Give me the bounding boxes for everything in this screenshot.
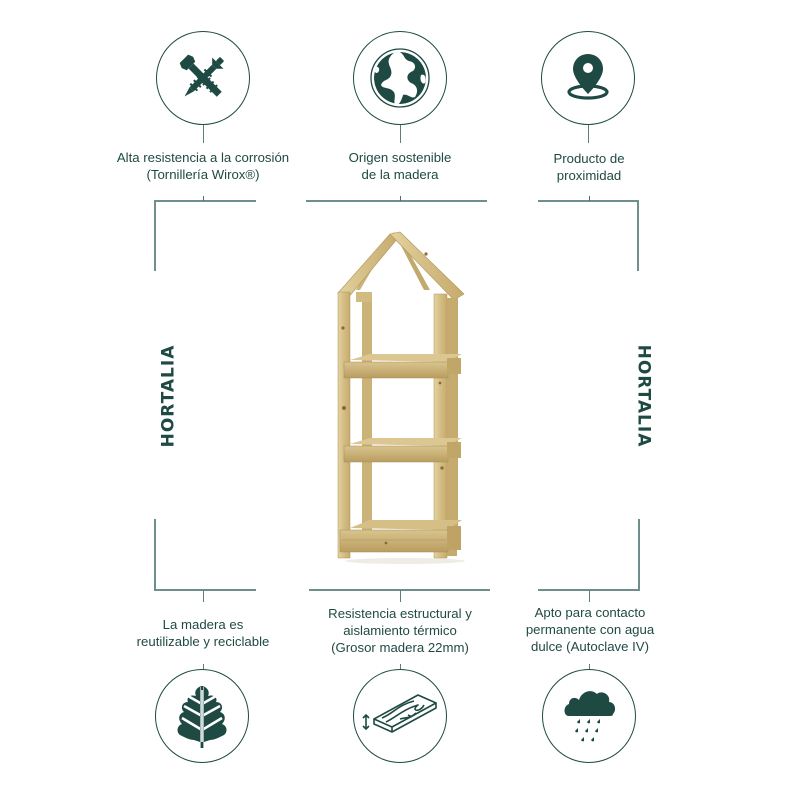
feature-icon-proximity [541,31,635,125]
top-bracket-left-vertical [154,200,156,271]
shelf [339,520,462,553]
label-line: aislamiento térmico [343,623,457,638]
connector-stem [400,664,402,670]
screws-icon [179,54,224,97]
label-line: reutilizable y reciclable [136,634,270,649]
rain-cloud-icon [564,691,616,742]
connector-stem [588,125,590,143]
shelf [343,438,462,463]
feature-label-corrosion: Alta resistencia a la corrosión (Tornill… [117,149,289,183]
bracket-tick [589,196,590,201]
bracket-tick [203,196,204,201]
label-line: La madera es [162,617,244,632]
brand-logo-left: HORTALIA [158,344,179,448]
product-image-wooden-shelf [337,231,465,564]
globe-icon [370,48,430,108]
label-line: permanente con agua [525,622,655,637]
feature-label-water: Apto para contacto permanente con agua d… [526,604,654,655]
label-line: Producto de [553,151,625,166]
wood-plank-icon [362,694,437,733]
feature-icon-corrosion [156,31,250,125]
top-bracket-center [306,200,487,202]
top-bracket-right-vertical [637,200,639,271]
feature-icon-structural [353,669,447,763]
connector-stem [400,125,402,143]
bottom-bracket-right-vertical [638,519,640,591]
label-line: dulce (Autoclave IV) [530,639,649,654]
label-line: Resistencia estructural y [328,606,472,621]
label-line: Apto para contacto [534,605,646,620]
bottom-bracket-left [154,589,256,591]
leaf-icon [177,686,227,748]
feature-label-recyclable: La madera es reutilizable y reciclable [137,616,270,650]
connector-stem [203,590,205,602]
brand-logo-right: HORTALIA [633,344,654,448]
connector-stem [203,664,205,670]
top-bracket-left [154,200,256,202]
label-line: proximidad [556,168,622,183]
connector-stem [203,125,205,143]
label-line: de la madera [361,167,439,182]
feature-icon-sustainable [353,31,447,125]
feature-label-sustainable: Origen sostenible de la madera [349,149,452,183]
feature-icon-recyclable [155,669,249,763]
label-line: Alta resistencia a la corrosión [116,150,290,165]
bottom-bracket-center [309,589,490,591]
connector-stem [400,590,402,602]
connector-stem [589,590,591,602]
top-bracket-right [538,200,639,202]
feature-icon-water [542,669,636,763]
label-line: (Grosor madera 22mm) [331,640,469,655]
label-line: (Tornillería Wirox®) [146,167,260,182]
feature-label-structural: Resistencia estructural y aislamiento té… [328,605,472,656]
bracket-tick [400,196,401,201]
bottom-bracket-left-vertical [154,519,156,591]
connector-stem [589,664,591,670]
feature-label-proximity: Producto de proximidad [553,150,624,184]
label-line: Origen sostenible [348,150,452,165]
shelf [343,354,462,379]
location-pin-icon [567,54,609,100]
